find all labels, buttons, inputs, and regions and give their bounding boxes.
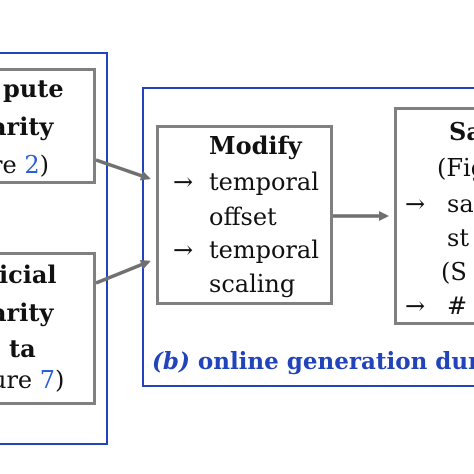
artificial-box-figure-ref: ure 7) (0, 366, 65, 394)
compute-box-line-2: arity (0, 112, 54, 141)
sample-item-1-line-2: st (447, 224, 469, 252)
sample-item-2-arrow: → (405, 292, 426, 320)
online-generation-frame (142, 87, 474, 387)
caption-text: online generation dur (197, 348, 474, 375)
modify-box: Modify → temporal offset → temporal scal… (156, 125, 333, 305)
artificial-box-line-3: ta (9, 334, 36, 363)
sample-title: Sa (449, 117, 474, 146)
modify-item-1-arrow: → (173, 168, 194, 196)
artificial-similarity-data-box: icial arity ta ure 7) (0, 252, 96, 405)
modify-item-2-line-1: temporal (209, 236, 319, 264)
arrow-compute-to-modify (95, 158, 151, 181)
compute-box-line-1: pute (3, 74, 64, 103)
sample-box: Sa (Fig → sa st (S → # (394, 107, 474, 325)
artificial-box-line-2: arity (0, 298, 54, 327)
online-generation-caption: (b) online generation dur (152, 348, 474, 375)
modify-title: Modify (209, 131, 302, 160)
caption-label: (b) (152, 348, 190, 375)
modify-item-2-arrow: → (173, 236, 194, 264)
sample-item-1-line-1: sa (447, 190, 474, 218)
compute-similarity-box: pute arity re 2) (0, 68, 96, 184)
modify-item-1-line-1: temporal (209, 168, 319, 196)
sample-item-2-text: # (447, 292, 468, 320)
modify-item-2-line-2: scaling (209, 270, 296, 298)
modify-item-1-line-2: offset (209, 203, 277, 231)
sample-item-1-arrow: → (405, 190, 426, 218)
sample-figure-ref: (Fig (437, 154, 474, 182)
sample-item-1-line-3: (S (441, 258, 467, 286)
left-section-frame (0, 52, 108, 445)
compute-box-figure-ref: re 2) (0, 151, 49, 179)
arrow-artificial-to-modify (95, 259, 151, 285)
artificial-box-line-1: icial (0, 260, 57, 289)
